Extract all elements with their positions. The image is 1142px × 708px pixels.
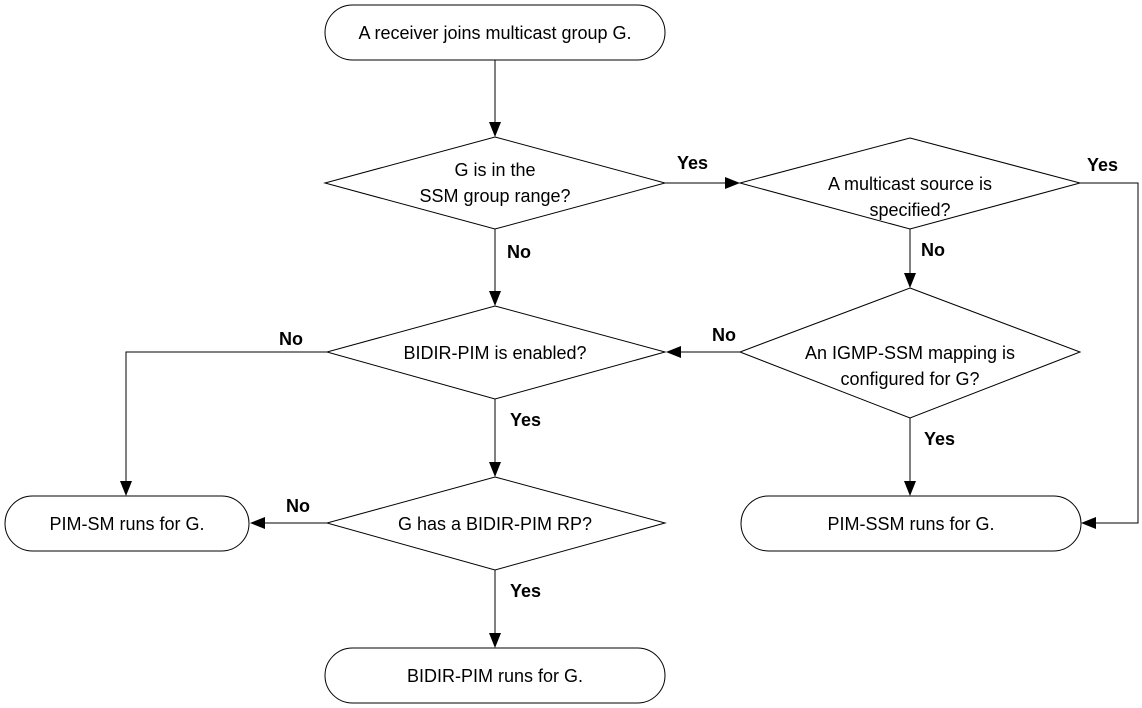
label-bidir-rp-no: No <box>286 496 310 516</box>
arrowhead <box>120 481 132 496</box>
result-pim-ssm: PIM-SSM runs for G. <box>740 495 1082 552</box>
decision-source-specified: A multicast source is specified? <box>738 137 1082 230</box>
label-ssm-range-yes: Yes <box>677 153 708 173</box>
decision-ssm-group-range: G is in the SSM group range? <box>323 136 667 230</box>
label-bidir-enabled-yes: Yes <box>510 410 541 430</box>
decision-source-specified-label-line2: specified? <box>869 200 950 220</box>
label-bidir-rp-yes: Yes <box>510 581 541 601</box>
arrowhead <box>489 633 501 648</box>
decision-bidir-rp: G has a BIDIR-PIM RP? <box>325 476 667 571</box>
decision-ssm-group-range-label-line2: SSM group range? <box>419 186 570 206</box>
decision-igmp-ssm-mapping-label-line1: An IGMP-SSM mapping is <box>805 343 1015 363</box>
start-node: A receiver joins multicast group G. <box>324 4 666 61</box>
result-bidir-pim: BIDIR-PIM runs for G. <box>324 647 666 704</box>
arrowhead <box>725 177 740 189</box>
label-source-specified-no: No <box>921 240 945 260</box>
start-node-label: A receiver joins multicast group G. <box>358 23 631 43</box>
label-source-specified-yes: Yes <box>1087 155 1118 175</box>
result-pim-sm: PIM-SM runs for G. <box>4 495 250 552</box>
decision-bidir-enabled: BIDIR-PIM is enabled? <box>325 305 667 400</box>
arrowhead <box>489 291 501 306</box>
label-igmp-mapping-no: No <box>712 325 736 345</box>
arrowhead <box>489 462 501 477</box>
decision-bidir-enabled-label: BIDIR-PIM is enabled? <box>403 343 586 363</box>
connectors <box>120 60 1139 648</box>
arrowhead <box>904 481 916 496</box>
decision-igmp-ssm-mapping-label-line2: configured for G? <box>840 369 979 389</box>
result-pim-sm-label: PIM-SM runs for G. <box>49 514 204 534</box>
label-igmp-mapping-yes: Yes <box>924 429 955 449</box>
edge-labels: Yes No Yes No No No Yes Yes No Yes <box>279 153 1118 601</box>
result-bidir-pim-label: BIDIR-PIM runs for G. <box>407 666 583 686</box>
arrowhead <box>904 273 916 288</box>
decision-source-specified-label-line1: A multicast source is <box>828 174 992 194</box>
decision-igmp-ssm-mapping: An IGMP-SSM mapping is configured for G? <box>738 287 1082 419</box>
label-bidir-enabled-no: No <box>279 329 303 349</box>
decision-bidir-rp-label: G has a BIDIR-PIM RP? <box>398 514 592 534</box>
arrowhead <box>1081 517 1096 529</box>
label-ssm-range-no: No <box>507 242 531 262</box>
edge-source-specified-yes <box>1080 182 1139 524</box>
arrowhead <box>250 517 265 529</box>
arrowhead <box>489 122 501 137</box>
arrowhead <box>666 346 681 358</box>
edge-bidir-enabled-no <box>125 351 327 481</box>
result-pim-ssm-label: PIM-SSM runs for G. <box>827 514 994 534</box>
decision-ssm-group-range-label-line1: G is in the <box>454 160 535 180</box>
